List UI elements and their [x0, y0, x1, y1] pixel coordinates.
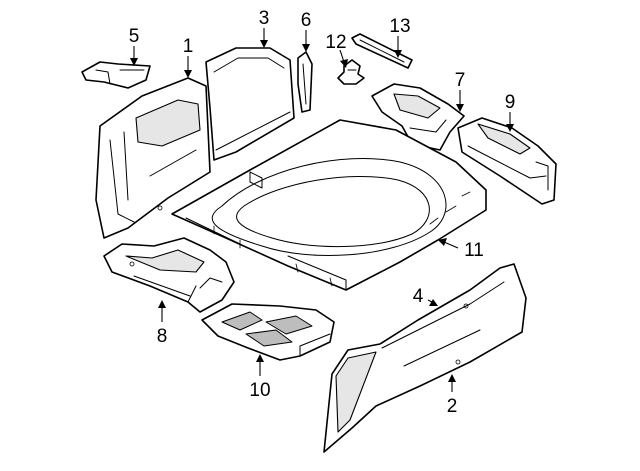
part-10-tool-tray[interactable] — [201, 303, 335, 361]
part-9-right-side-piece[interactable] — [457, 117, 557, 205]
callout-13: 13 — [389, 16, 410, 37]
callout-3: 3 — [259, 8, 270, 29]
part-2-right-trim-panel[interactable] — [323, 263, 527, 453]
callout-5: 5 — [129, 26, 140, 47]
callout-labels: 1 2 3 4 5 6 7 8 9 10 11 12 13 — [129, 8, 516, 417]
callout-7: 7 — [455, 70, 466, 91]
callout-11: 11 — [464, 240, 484, 261]
callout-10: 10 — [249, 380, 270, 401]
callout-9: 9 — [505, 92, 516, 113]
callout-12: 12 — [325, 32, 346, 53]
callout-8: 8 — [157, 326, 168, 347]
callout-2: 2 — [447, 396, 458, 417]
part-12-clip[interactable] — [337, 59, 365, 85]
callout-6: 6 — [301, 10, 312, 31]
callout-1: 1 — [183, 36, 194, 57]
callout-4: 4 — [413, 286, 424, 307]
part-11-floor-mat[interactable] — [171, 119, 487, 291]
part-5-bracket[interactable] — [81, 61, 151, 89]
leader-lines — [130, 28, 514, 392]
part-8-lower-rail[interactable] — [103, 237, 235, 313]
part-13-bar[interactable] — [351, 33, 413, 69]
part-3-bulkhead-panel[interactable] — [205, 47, 295, 161]
part-1-left-trim-panel[interactable] — [95, 77, 211, 239]
part-6-trim-strip[interactable] — [297, 51, 313, 113]
part-7-bracket[interactable] — [371, 83, 465, 151]
